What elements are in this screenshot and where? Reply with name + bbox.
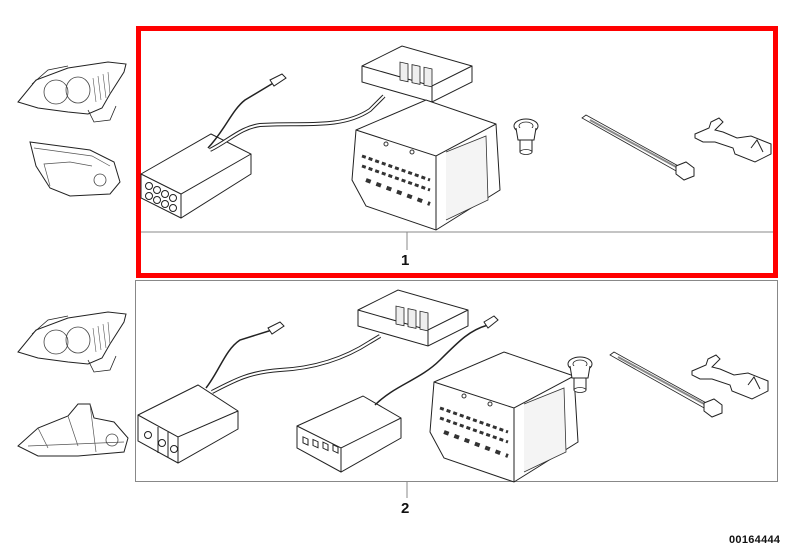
- group-2-wiring-harness: [211, 334, 382, 394]
- group-2-lock-clip[interactable]: [691, 354, 769, 400]
- group-1-highlight-frame[interactable]: [136, 26, 778, 278]
- group-2-sensor-wire: [205, 329, 273, 389]
- group-2-callout-number[interactable]: 2: [401, 500, 410, 517]
- group-1-control-module[interactable]: [361, 45, 473, 103]
- group-1-grommet[interactable]: [513, 118, 539, 155]
- group-1-reference-taillight: [29, 141, 121, 197]
- group-1-cable-tie[interactable]: [581, 114, 695, 181]
- group-1-lock-clip[interactable]: [694, 117, 772, 163]
- group-1-connector-housing[interactable]: [350, 98, 502, 232]
- group-2-branch-wire: [374, 324, 489, 406]
- group-1-sensor-wire: [207, 81, 276, 149]
- group-1-callout-number[interactable]: 1: [401, 252, 410, 269]
- group-1-adapter-connector[interactable]: [140, 133, 252, 219]
- diagram-code: 00164444: [729, 534, 781, 546]
- group-2-connector-housing[interactable]: [428, 350, 580, 484]
- group-1-reference-headlight: [17, 61, 127, 123]
- group-2-reference-headlight: [17, 311, 127, 373]
- group-2-adapter-connector-4pin[interactable]: [296, 395, 402, 473]
- group-2-frame[interactable]: [135, 280, 778, 482]
- group-2-cable-tie[interactable]: [609, 351, 723, 418]
- group-2-reference-taillight: [17, 403, 129, 457]
- group-2-adapter-connector-3pin[interactable]: [137, 384, 239, 464]
